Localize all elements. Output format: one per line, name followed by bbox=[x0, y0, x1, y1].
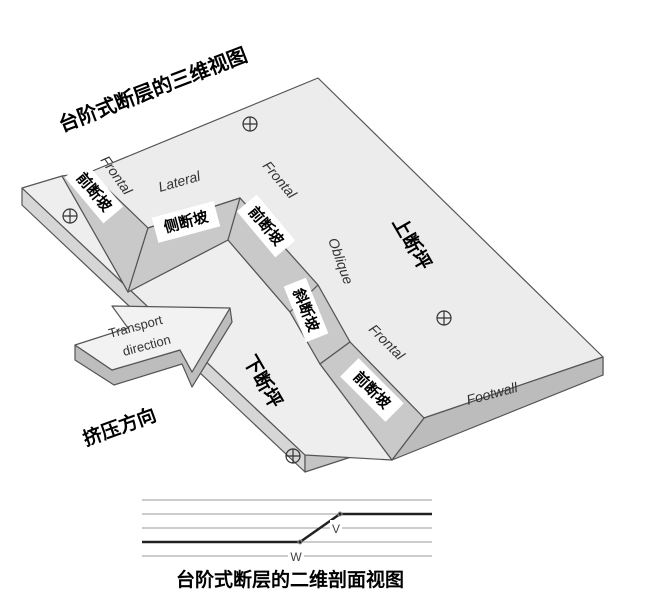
cross-circle-icon bbox=[62, 116, 452, 464]
section-label-w: W bbox=[290, 550, 302, 564]
cross-section bbox=[142, 499, 432, 557]
section-label-v: V bbox=[332, 522, 340, 536]
title-2d: 台阶式断层的二维剖面视图 bbox=[176, 568, 404, 591]
transport-arrow: Transport direction bbox=[74, 305, 233, 388]
compression-direction-label: 挤压方向 bbox=[80, 403, 159, 451]
